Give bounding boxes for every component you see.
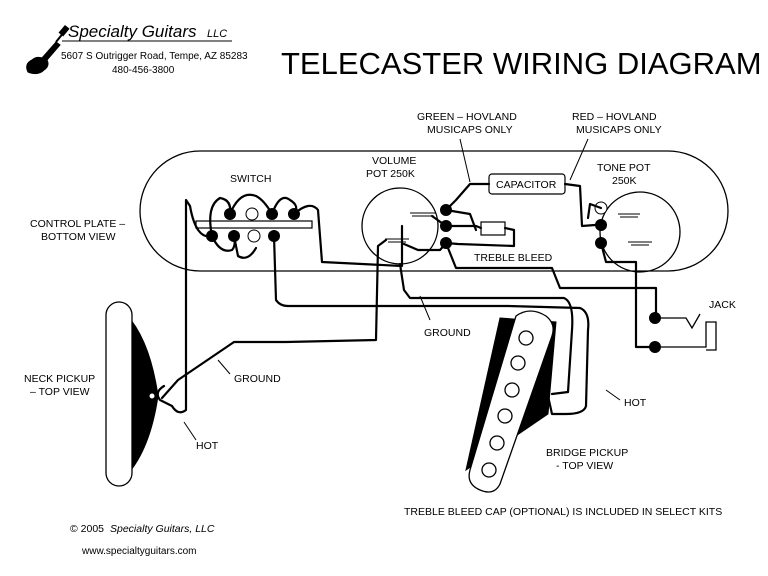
vol-ground-label: GROUND — [424, 327, 471, 339]
vol-ground-leader — [419, 295, 431, 321]
bridge-pickup — [465, 310, 557, 493]
green-leader — [459, 138, 471, 183]
tone-ground-icon — [618, 213, 652, 246]
volume-pot-value: POT 250K — [366, 168, 415, 180]
neck-ground-label: GROUND — [234, 373, 281, 385]
copyright-prefix: © 2005 — [70, 523, 104, 535]
switch-body — [195, 220, 313, 229]
control-plate — [139, 150, 729, 272]
red-leader — [569, 138, 589, 181]
bridge-pickup-sublabel: - TOP VIEW — [556, 460, 613, 472]
neck-pickup — [105, 301, 159, 487]
treble-bleed-cap — [480, 221, 506, 236]
volume-pot-label: VOLUME — [372, 155, 416, 167]
tone-pot — [599, 191, 681, 273]
red-cap-label: RED – HOVLAND — [572, 111, 657, 123]
jack-label: JACK — [709, 299, 736, 311]
guitar-logo-icon — [26, 24, 70, 75]
neck-hot-leader — [183, 421, 197, 441]
red-cap-sublabel: MUSICAPS ONLY — [576, 124, 662, 136]
output-jack — [649, 312, 717, 353]
bridge-hot-leader — [605, 389, 621, 401]
neck-pickup-sublabel: – TOP VIEW — [30, 386, 90, 398]
green-cap-label: GREEN – HOVLAND — [417, 111, 517, 123]
volume-ground-icon — [385, 212, 436, 243]
page-title: TELECASTER WIRING DIAGRAM — [281, 46, 762, 81]
tone-pot-label: TONE POT — [597, 162, 651, 174]
green-cap-sublabel: MUSICAPS ONLY — [427, 124, 513, 136]
bridge-hot-label: HOT — [624, 397, 647, 409]
neck-pickup-label: NECK PICKUP — [24, 373, 95, 385]
company-name: Specialty Guitars — [68, 22, 197, 41]
footnote: TREBLE BLEED CAP (OPTIONAL) IS INCLUDED … — [404, 506, 722, 518]
copyright-name: Specialty Guitars, LLC — [110, 523, 215, 535]
website-link[interactable]: www.specialtyguitars.com — [81, 546, 196, 557]
company-phone: 480-456-3800 — [112, 65, 175, 76]
volume-pot — [361, 187, 439, 265]
control-plate-sublabel: BOTTOM VIEW — [41, 231, 116, 243]
tone-pot-value: 250K — [612, 175, 637, 187]
company-suffix: LLC — [207, 28, 227, 40]
neck-ground-leader — [217, 359, 231, 375]
capacitor-label: CAPACITOR — [496, 179, 557, 191]
neck-hot-label: HOT — [196, 440, 219, 452]
control-plate-label: CONTROL PLATE – — [30, 218, 125, 230]
company-address: 5607 S Outrigger Road, Tempe, AZ 85283 — [61, 51, 248, 62]
bridge-pickup-label: BRIDGE PICKUP — [546, 447, 628, 459]
switch-label: SWITCH — [230, 173, 271, 185]
treble-bleed-label: TREBLE BLEED — [474, 252, 553, 264]
